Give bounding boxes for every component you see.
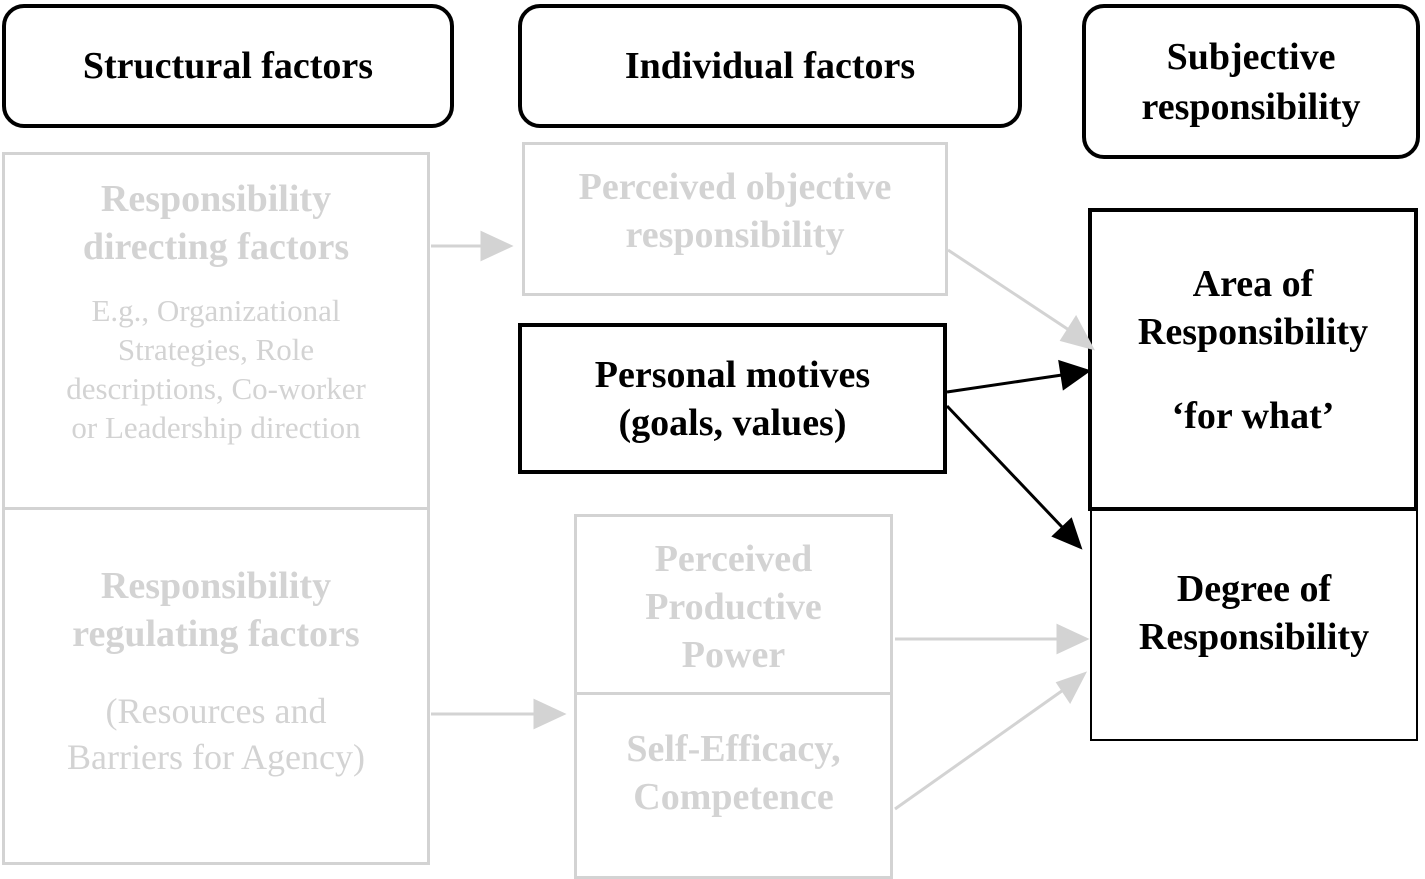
header-subjective-responsibility: Subjective responsibility: [1082, 4, 1420, 159]
area-line1: Area of: [1192, 263, 1314, 305]
personal-motives-line2: (goals, values): [618, 401, 847, 444]
perceived-objective-line1: Perceived objective: [578, 166, 892, 208]
self-efficacy-competence-box: Self-Efficacy, Competence: [574, 692, 893, 879]
productive-power-line1: Perceived: [654, 538, 813, 580]
productive-power-line2: Productive: [645, 586, 822, 628]
perceived-objective-responsibility-box: Perceived objective responsibility: [522, 142, 948, 296]
arrow-motives-to-degree: [945, 404, 1064, 529]
degree-line1: Degree of: [1176, 568, 1332, 610]
area-line3: ‘for what’: [1171, 395, 1335, 437]
header-subjective-line2: responsibility: [1141, 85, 1361, 128]
responsibility-regulating-box: Responsibility regulating factors (Resou…: [2, 507, 430, 865]
arrowhead-motives-to-degree: [1051, 517, 1083, 550]
header-structural-label: Structural factors: [82, 45, 374, 87]
directing-desc-line3: descriptions, Co-worker: [66, 371, 366, 406]
arrowhead-regulating-to-productive-power: [533, 698, 567, 730]
regulating-title-line1: Responsibility: [100, 565, 332, 607]
personal-motives-line1: Personal motives: [594, 353, 871, 396]
header-individual-label: Individual factors: [624, 45, 916, 87]
personal-motives-box: Personal motives (goals, values): [518, 323, 947, 474]
directing-desc-line4: or Leadership direction: [71, 410, 361, 445]
self-efficacy-line1: Self-Efficacy,: [626, 728, 841, 770]
directing-title-line1: Responsibility: [100, 178, 332, 220]
regulating-title-line2: regulating factors: [72, 613, 360, 655]
arrowhead-self-efficacy-to-degree: [1055, 671, 1088, 704]
arrowhead-productive-power-to-degree: [1056, 623, 1090, 655]
arrowhead-directing-to-perceived-objective: [480, 230, 514, 262]
area-line2: Responsibility: [1137, 311, 1369, 353]
responsibility-directing-box: Responsibility directing factors E.g., O…: [2, 152, 430, 510]
regulating-desc-line2: Barriers for Agency): [67, 737, 365, 777]
arrow-self-efficacy-to-degree: [894, 686, 1067, 811]
arrowhead-perceived-objective-to-area: [1059, 315, 1095, 351]
regulating-desc-line1: (Resources and: [105, 691, 327, 731]
arrow-motives-to-area: [946, 373, 1063, 394]
header-individual-factors: Individual factors: [518, 4, 1022, 128]
arrow-perceived-objective-to-area: [947, 248, 1073, 334]
productive-power-line3: Power: [681, 634, 786, 676]
degree-line2: Responsibility: [1138, 616, 1370, 658]
directing-desc-line2: Strategies, Role: [117, 332, 315, 367]
self-efficacy-line2: Competence: [633, 776, 834, 818]
header-structural-factors: Structural factors: [2, 4, 454, 128]
header-subjective-line1: Subjective: [1166, 35, 1336, 78]
degree-of-responsibility-box: Degree of Responsibility: [1090, 509, 1418, 741]
directing-desc-line1: E.g., Organizational: [91, 293, 341, 328]
directing-title-line2: directing factors: [82, 226, 350, 268]
perceived-objective-line2: responsibility: [625, 214, 845, 256]
arrowhead-motives-to-area: [1058, 359, 1092, 391]
